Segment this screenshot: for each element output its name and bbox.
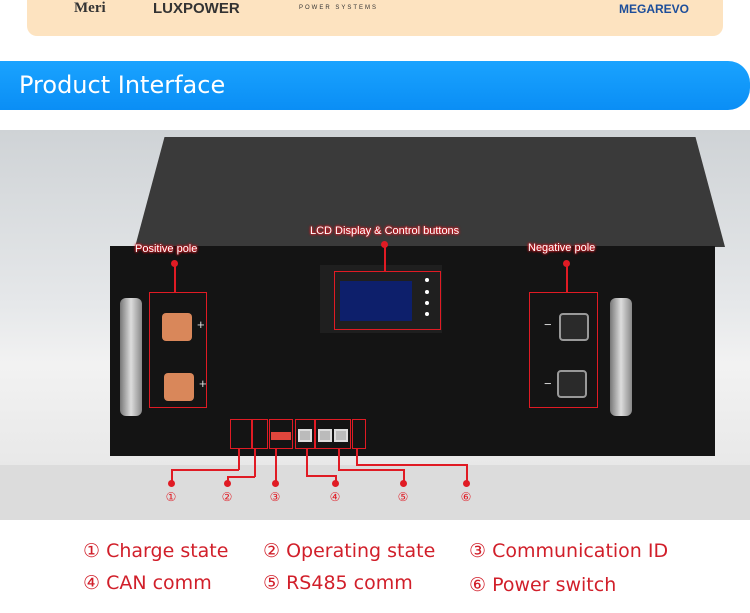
callout-line xyxy=(356,449,358,465)
section-header: Product Interface xyxy=(0,61,750,110)
dip-switch xyxy=(271,432,291,440)
legend-number: ⑥ xyxy=(469,574,487,596)
marker-6: ⑥ xyxy=(460,490,472,504)
rs485-port xyxy=(318,429,332,442)
legend-item: ① Charge state xyxy=(83,540,228,562)
charge-state-frame xyxy=(230,419,252,449)
callout-line xyxy=(171,469,173,483)
minus-sign: − xyxy=(544,317,552,332)
operating-state-frame xyxy=(252,419,268,449)
callout-dot xyxy=(272,480,279,487)
brand-logo: MEGAREVO xyxy=(619,2,690,16)
legend-number: ④ xyxy=(83,572,101,594)
legend-item: ② Operating state xyxy=(263,540,435,562)
marker-1: ① xyxy=(165,490,177,504)
lcd-screen xyxy=(340,281,412,321)
marker-4: ④ xyxy=(329,490,341,504)
negative-pole-frame xyxy=(529,292,598,408)
plus-sign: + xyxy=(199,376,207,391)
rs485-frame xyxy=(315,419,351,449)
positive-terminal xyxy=(164,373,194,401)
marker-5: ⑤ xyxy=(397,490,409,504)
marker-2: ② xyxy=(221,490,233,504)
section-title: Product Interface xyxy=(19,71,226,99)
callout-line xyxy=(335,475,337,483)
callout-line xyxy=(254,449,256,477)
callout-line xyxy=(306,449,308,476)
right-handle xyxy=(610,298,632,416)
callout-line xyxy=(171,469,239,471)
legend-number: ① xyxy=(83,540,101,562)
callout-dot xyxy=(400,480,407,487)
control-buttons xyxy=(425,278,429,282)
callout-line xyxy=(403,469,405,483)
can-frame xyxy=(295,419,315,449)
legend-label: Power switch xyxy=(492,574,617,596)
callout-dot xyxy=(168,480,175,487)
callout-line xyxy=(338,449,340,470)
legend-label: CAN comm xyxy=(106,572,212,594)
legend-item: ③ Communication ID xyxy=(469,540,668,562)
battery-top xyxy=(135,137,725,247)
negative-terminal xyxy=(559,313,589,341)
brand-logo: POWER SYSTEMS xyxy=(299,5,379,11)
legend-label: Charge state xyxy=(106,540,229,562)
legend-item: ⑤ RS485 comm xyxy=(263,572,413,594)
callout-line xyxy=(384,243,386,271)
callout-line xyxy=(306,475,336,477)
marker-3: ③ xyxy=(269,490,281,504)
legend-label: Operating state xyxy=(286,540,436,562)
callout-line xyxy=(227,476,255,478)
legend-item: ④ CAN comm xyxy=(83,572,212,594)
callout-dot xyxy=(224,480,231,487)
callout-line xyxy=(227,476,229,483)
legend-number: ② xyxy=(263,540,281,562)
legend-item: ⑥ Power switch xyxy=(469,574,616,596)
callout-line xyxy=(566,262,568,292)
lcd-frame xyxy=(334,271,441,330)
rs485-port xyxy=(334,429,348,442)
communication-id-frame xyxy=(269,419,293,449)
callout-line xyxy=(238,449,240,470)
positive-terminal xyxy=(162,313,192,341)
positive-pole-label: Positive pole xyxy=(135,243,198,255)
left-handle xyxy=(120,298,142,416)
brand-logo: Meri xyxy=(74,0,106,16)
callout-line xyxy=(275,449,277,483)
positive-pole-frame xyxy=(149,292,207,408)
minus-sign: − xyxy=(544,376,552,391)
power-switch-frame xyxy=(352,419,366,449)
can-port xyxy=(298,429,312,442)
brand-logo-banner: Meri LUXPOWER POWER SYSTEMS MEGAREVO xyxy=(27,0,723,36)
callout-line xyxy=(174,262,176,292)
callout-line xyxy=(338,469,403,471)
floor xyxy=(0,465,750,520)
legend-label: RS485 comm xyxy=(286,572,413,594)
brand-logo: LUXPOWER xyxy=(153,0,240,17)
callout-dot xyxy=(463,480,470,487)
lcd-label: LCD Display & Control buttons xyxy=(310,225,460,237)
plus-sign: + xyxy=(197,317,205,332)
legend-number: ⑤ xyxy=(263,572,281,594)
callout-line xyxy=(466,464,468,483)
legend-number: ③ xyxy=(469,540,487,562)
negative-terminal xyxy=(557,370,587,398)
callout-line xyxy=(356,464,467,466)
callout-dot xyxy=(332,480,339,487)
legend-label: Communication ID xyxy=(492,540,669,562)
negative-pole-label: Negative pole xyxy=(528,242,596,254)
